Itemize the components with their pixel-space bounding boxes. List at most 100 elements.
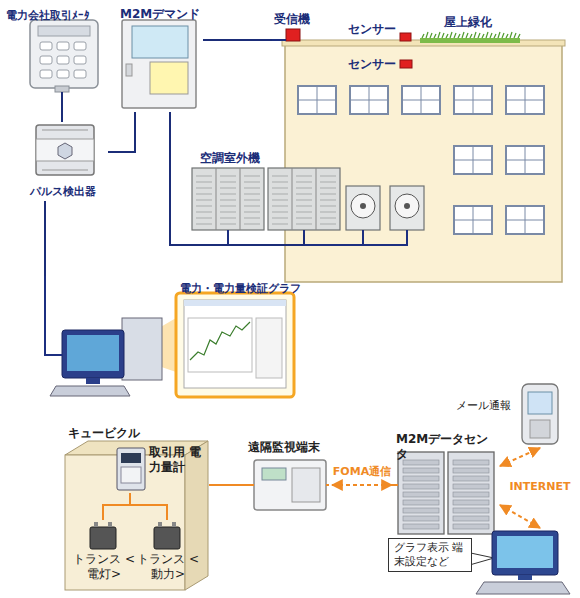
meter-key (40, 42, 86, 78)
ac-grille (272, 218, 288, 219)
roof-grass (422, 34, 424, 38)
signal-wire (61, 92, 63, 122)
terminal-pc (518, 575, 532, 580)
building-window (402, 86, 440, 114)
terminal-pc (466, 531, 570, 594)
receiver-device: 受信機 (272, 8, 318, 44)
terminal-pc (497, 536, 553, 568)
ac-outdoor-unit (404, 203, 410, 209)
ac-wire (227, 230, 229, 245)
roof-grass (430, 33, 432, 38)
ac-outdoor-unit (192, 168, 424, 230)
ac-grille (320, 206, 336, 207)
building-window (506, 86, 544, 114)
node-label: 電力・電力量検証グラフ (180, 282, 301, 296)
building-window (350, 86, 388, 114)
server-slot (453, 516, 489, 521)
building-window (454, 100, 492, 101)
server-slot (453, 468, 489, 473)
meter-key (74, 42, 86, 50)
roof-grass (474, 32, 476, 38)
ac-grille (244, 212, 260, 213)
roof-grass (420, 32, 520, 43)
mobile-phone (528, 392, 552, 414)
sensor-mark (400, 33, 412, 68)
roof-grass (486, 32, 488, 38)
ac-grille (196, 176, 336, 224)
building-window (454, 86, 492, 114)
building-window (506, 100, 544, 101)
roof-grass (454, 33, 456, 38)
server-slot (453, 508, 489, 513)
ac-grille (320, 212, 336, 213)
ac-grille (296, 188, 312, 189)
server (398, 452, 444, 534)
meter-key (57, 56, 69, 64)
ac-wire (228, 230, 407, 245)
roof-grass (446, 34, 448, 38)
transformer (172, 522, 176, 527)
roof-grass (470, 34, 472, 38)
building-window (298, 86, 544, 234)
ac-grille (220, 212, 236, 213)
meter-key (74, 56, 86, 64)
building-window (506, 160, 544, 161)
demand-controller (122, 20, 196, 108)
ac-grille (296, 176, 312, 177)
server-slot (403, 492, 439, 497)
server (448, 452, 494, 534)
personal-computer (45, 276, 62, 355)
ac-wire (304, 230, 407, 245)
sensor-mark (400, 60, 412, 68)
ac-outdoor-unit (240, 168, 241, 230)
transformer (108, 522, 112, 527)
ac-grille (272, 224, 288, 225)
ac-grille (220, 176, 236, 177)
ac-grille (272, 206, 288, 207)
transformer-box: トランス <動力> (136, 520, 200, 588)
building (282, 40, 565, 282)
cubicle: 取引用 電力量計トランス <電灯>トランス <動力>キュービクル (60, 420, 210, 592)
ac-grille (196, 188, 212, 189)
ac-grille (296, 212, 312, 213)
roof-grass (510, 32, 512, 38)
signal-wire (108, 112, 135, 152)
building-window (454, 206, 492, 234)
ac-grille (272, 200, 288, 201)
ac-grille (296, 224, 312, 225)
node-label: M2Mデータセンタ (396, 432, 500, 462)
personal-computer (67, 335, 119, 371)
graph-callout (176, 293, 294, 397)
building-window (350, 100, 388, 101)
ac-outdoor-unit (192, 168, 264, 230)
remote-terminal (254, 460, 326, 510)
roof-grass (462, 32, 464, 38)
node-label: メール通報 (456, 399, 511, 413)
mobile-phone (522, 384, 558, 444)
signal-wire (203, 39, 272, 41)
ac-grille (220, 194, 236, 195)
remote-terminal (262, 468, 286, 480)
pulse-detector (36, 125, 94, 175)
transformer (158, 522, 162, 527)
pulse-detector (36, 139, 94, 161)
receiver-box (272, 29, 300, 41)
node-label: 遠隔監視端末 (248, 440, 320, 455)
demand-controller (150, 62, 188, 94)
server-slot (403, 508, 439, 513)
server-slot (453, 500, 489, 505)
graph-callout (184, 300, 286, 306)
transformer-box: トランス <電灯> (72, 520, 136, 588)
graph-callout (188, 318, 252, 372)
pulse-detector (58, 143, 72, 159)
power-meter (38, 26, 90, 36)
ac-wire (303, 230, 305, 235)
ac-grille (244, 218, 260, 219)
personal-computer (45, 276, 162, 396)
roof-grass (450, 32, 452, 38)
ac-grille (196, 206, 212, 207)
ac-grille (296, 182, 312, 183)
ac-grille (296, 194, 312, 195)
ac-grille (320, 218, 336, 219)
ac-grille (296, 206, 312, 207)
